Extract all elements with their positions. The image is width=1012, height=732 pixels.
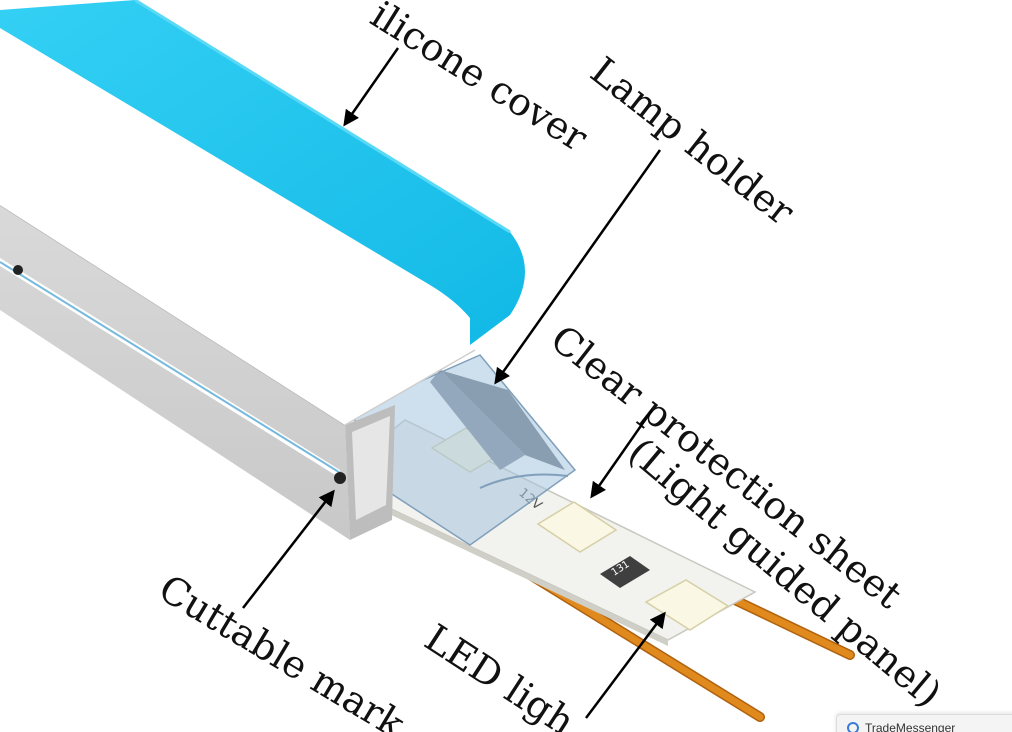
arrows bbox=[242, 47, 666, 719]
label-silicone-cover: ilicone cover bbox=[363, 0, 596, 160]
arrow-silicone-cover bbox=[343, 47, 400, 127]
label-cuttable-mark: Cuttable mark bbox=[151, 566, 413, 732]
arrow-clear-protection-sheet bbox=[590, 409, 654, 499]
cuttable-marks bbox=[13, 265, 346, 484]
label-lamp-holder: Lamp holder bbox=[582, 48, 803, 234]
arrow-led-light bbox=[585, 611, 666, 719]
trademessenger-widget[interactable]: TradeMessenger bbox=[836, 714, 1012, 732]
led-chip bbox=[536, 501, 618, 553]
profile-top-face bbox=[0, 28, 476, 426]
label-led-light: LED ligh bbox=[417, 616, 582, 732]
trademessenger-icon bbox=[847, 722, 859, 732]
silicone-cover bbox=[0, 0, 525, 345]
arrow-cuttable-mark bbox=[242, 489, 335, 609]
led-chip bbox=[644, 579, 730, 631]
arrow-lamp-holder bbox=[494, 149, 662, 385]
trademessenger-label: TradeMessenger bbox=[865, 721, 956, 732]
